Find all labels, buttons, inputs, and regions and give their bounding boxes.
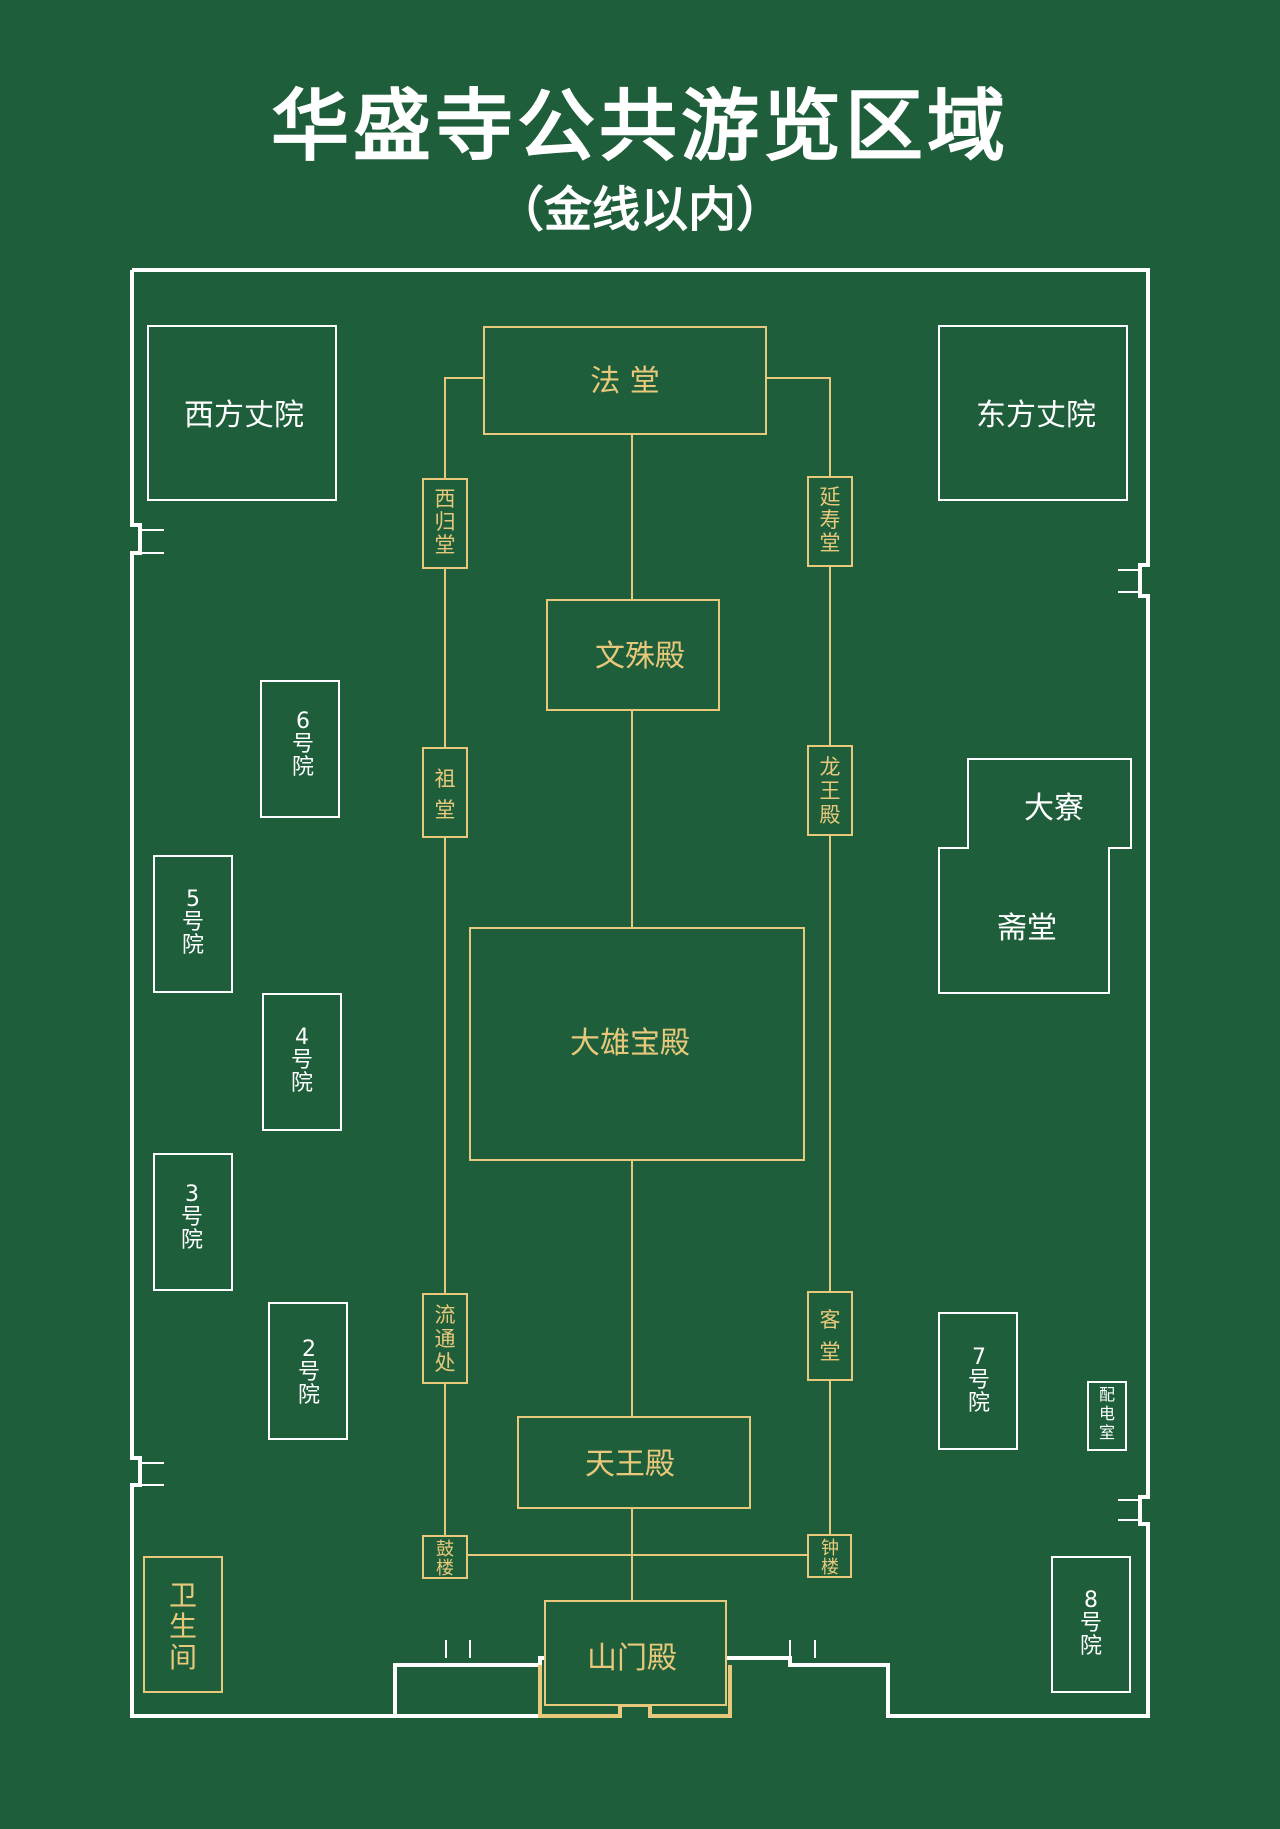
svg-text:流通处: 流通处: [435, 1303, 456, 1375]
fatang[interactable]: 法 堂: [483, 326, 767, 435]
svg-text:大雄宝殿: 大雄宝殿: [570, 1026, 690, 1061]
svg-text:4号院: 4号院: [291, 1025, 313, 1096]
svg-text:鼓楼: 鼓楼: [436, 1539, 454, 1579]
svg-text:斋堂: 斋堂: [997, 911, 1057, 946]
svg-text:大寮: 大寮: [1024, 791, 1084, 826]
xigui-hall[interactable]: 西归堂: [422, 478, 468, 569]
outer-wall: [130, 268, 1150, 1718]
wenshu-hall[interactable]: 文殊殿: [546, 599, 720, 711]
south-wall-left: [393, 1658, 542, 1716]
svg-text:文殊殿: 文殊殿: [595, 639, 685, 674]
svg-text:延寿堂: 延寿堂: [820, 485, 841, 555]
bell-tower[interactable]: 钟楼: [807, 1534, 852, 1578]
svg-text:祖堂: 祖堂: [435, 767, 456, 822]
svg-text:龙王殿: 龙王殿: [820, 755, 841, 827]
xifangzhang-courtyard[interactable]: 西方丈院: [147, 325, 337, 501]
zutang-hall[interactable]: 祖堂: [422, 747, 468, 838]
power-room[interactable]: 配电室: [1087, 1381, 1127, 1451]
svg-text:配电室: 配电室: [1099, 1385, 1115, 1442]
svg-text:钟楼: 钟楼: [821, 1538, 839, 1578]
svg-text:8号院: 8号院: [1080, 1588, 1102, 1659]
map-title: 华盛寺公共游览区域: [270, 82, 1009, 172]
wall-gates: [140, 529, 1140, 1658]
svg-text:西方丈院: 西方丈院: [184, 398, 304, 433]
svg-text:7号院: 7号院: [968, 1345, 990, 1416]
svg-text:法 堂: 法 堂: [590, 364, 660, 399]
svg-text:山门殿: 山门殿: [587, 1641, 677, 1676]
gold-paths: [444, 377, 831, 1601]
liutong-shop[interactable]: 流通处: [422, 1293, 468, 1384]
svg-text:天王殿: 天王殿: [585, 1447, 675, 1482]
daxiong-hall[interactable]: 大雄宝殿: [469, 927, 805, 1161]
longwang-hall[interactable]: 龙王殿: [807, 745, 853, 836]
dalia-zhaitang[interactable]: 大寮 斋堂: [938, 758, 1132, 994]
tianwang-hall[interactable]: 天王殿: [517, 1416, 751, 1509]
svg-text:6号院: 6号院: [292, 709, 314, 780]
svg-text:客堂: 客堂: [820, 1308, 841, 1364]
shanmen-hall[interactable]: 山门殿: [544, 1600, 727, 1706]
map-subtitle: （金线以内）: [495, 182, 784, 238]
svg-text:3号院: 3号院: [181, 1182, 203, 1253]
svg-text:东方丈院: 东方丈院: [976, 398, 1096, 433]
restroom[interactable]: 卫生间: [143, 1556, 223, 1693]
dongfangzhang-courtyard[interactable]: 东方丈院: [938, 325, 1128, 501]
ketang-hall[interactable]: 客堂: [807, 1291, 853, 1381]
svg-text:卫生间: 卫生间: [169, 1579, 197, 1674]
svg-text:2号院: 2号院: [298, 1337, 320, 1408]
yanshou-hall[interactable]: 延寿堂: [807, 476, 853, 567]
svg-text:5号院: 5号院: [182, 887, 204, 958]
svg-text:西归堂: 西归堂: [435, 487, 456, 557]
drum-tower[interactable]: 鼓楼: [422, 1535, 468, 1579]
